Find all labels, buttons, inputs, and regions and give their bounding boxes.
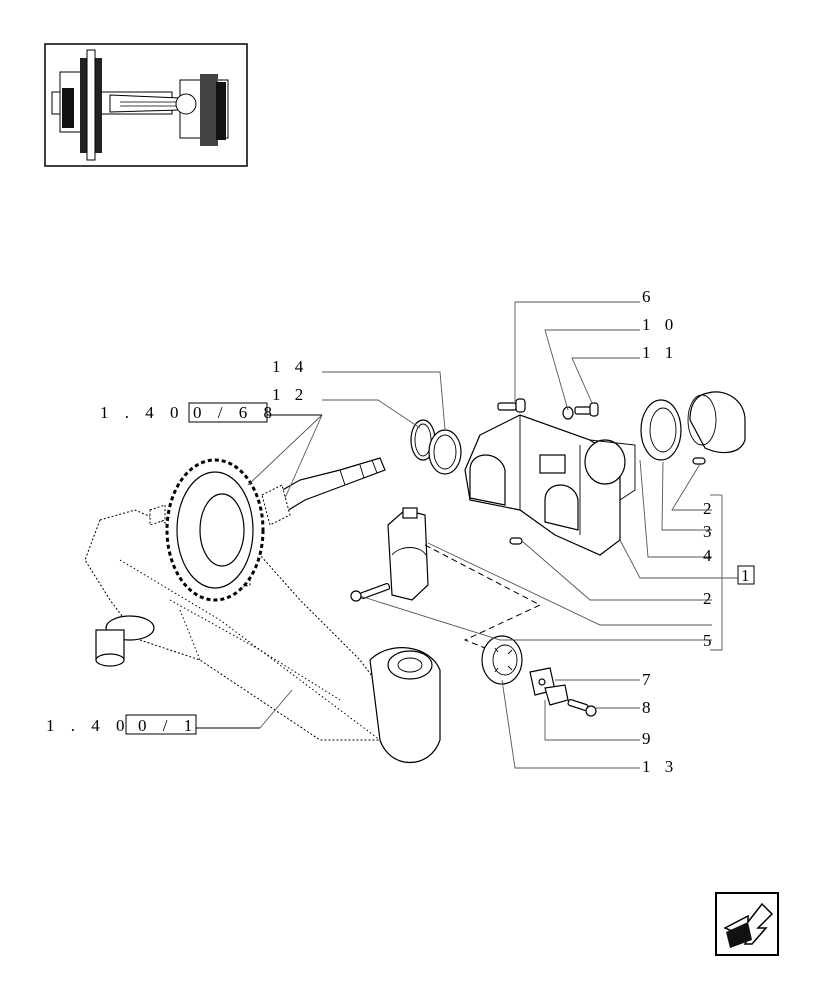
ring-gear bbox=[165, 458, 265, 602]
washer-10 bbox=[562, 406, 574, 420]
bolt-6 bbox=[497, 398, 526, 413]
ref-top-prefix: 1 . 4 0 . bbox=[100, 403, 205, 422]
lock-bolt bbox=[567, 698, 597, 717]
carrier-housing bbox=[464, 414, 636, 556]
callout-5: 5 bbox=[703, 631, 717, 650]
ref-bottom-prefix: 1 . 4 0 . bbox=[46, 716, 151, 735]
callout-2b: 2 bbox=[703, 589, 717, 608]
pinion-shaft bbox=[261, 457, 386, 526]
ref-link-bottom[interactable]: 1 . 4 0 . 0 / 1 bbox=[46, 714, 260, 735]
ref-bottom-value: 0 / 1 bbox=[138, 716, 198, 735]
axle-housing bbox=[84, 504, 441, 763]
ref-top-value: 0 / 6 8 bbox=[193, 403, 278, 422]
callout-13: 1 3 bbox=[642, 757, 678, 776]
seal-ring bbox=[640, 399, 682, 461]
ref-bottom-box bbox=[125, 714, 197, 735]
callout-9: 9 bbox=[642, 729, 656, 748]
callout-1-box bbox=[737, 565, 755, 585]
ref-link-top[interactable]: 1 . 4 0 . 0 / 6 8 bbox=[100, 402, 322, 423]
lock-plate bbox=[529, 667, 569, 706]
bushing bbox=[687, 391, 746, 454]
cap-bolt bbox=[350, 583, 391, 602]
callout-8: 8 bbox=[642, 698, 656, 717]
callout-6: 6 bbox=[642, 287, 656, 306]
leader-lines bbox=[247, 301, 740, 769]
callout-2a: 2 bbox=[703, 499, 717, 518]
dowel-pin-lower bbox=[509, 537, 523, 545]
callout-4: 4 bbox=[703, 546, 717, 565]
callout-14: 1 4 bbox=[272, 357, 308, 376]
bolt-11 bbox=[574, 402, 599, 417]
callout-10: 1 0 bbox=[642, 315, 678, 334]
dowel-pin-upper bbox=[692, 457, 706, 465]
callout-12: 1 2 bbox=[272, 385, 308, 404]
ring-14 bbox=[428, 429, 462, 475]
callout-labels: 6 1 0 1 1 1 4 1 2 2 3 4 1 2 5 7 8 9 1 3 bbox=[272, 287, 755, 776]
axle-assembly-thumbnail[interactable] bbox=[44, 43, 248, 167]
bearing-cap bbox=[387, 507, 429, 601]
callout-3: 3 bbox=[703, 522, 717, 541]
callout-1: 1 bbox=[741, 566, 755, 585]
arrow-back-icon[interactable] bbox=[715, 892, 779, 956]
callout-7: 7 bbox=[642, 670, 656, 689]
callout-11: 1 1 bbox=[642, 343, 678, 362]
adjuster-nut bbox=[481, 635, 523, 685]
ref-top-box bbox=[188, 402, 268, 423]
